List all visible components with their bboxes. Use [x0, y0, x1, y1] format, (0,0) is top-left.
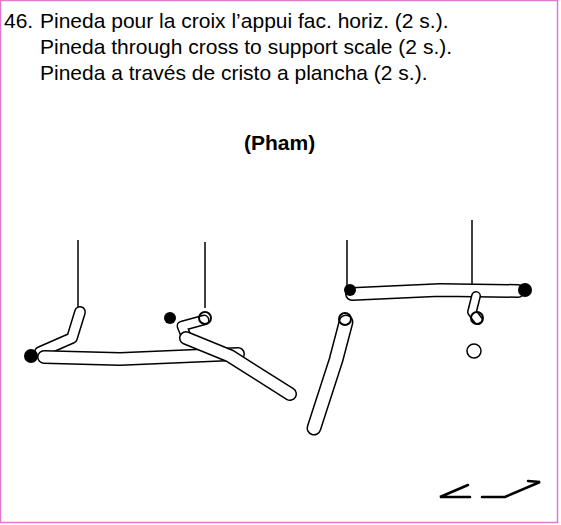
figure-bodies — [40, 290, 518, 428]
rings — [199, 312, 483, 358]
item-number: 46. — [4, 8, 33, 34]
spanish-text: Pineda a través de cristo a plancha (2 s… — [40, 60, 428, 86]
heads — [24, 283, 532, 363]
english-text: Pineda through cross to support scale (2… — [40, 34, 452, 60]
author-name: (Pham) — [244, 130, 315, 156]
french-text: Pineda pour la croix l’appui fac. horiz.… — [40, 8, 449, 34]
direction-symbol — [440, 481, 540, 497]
